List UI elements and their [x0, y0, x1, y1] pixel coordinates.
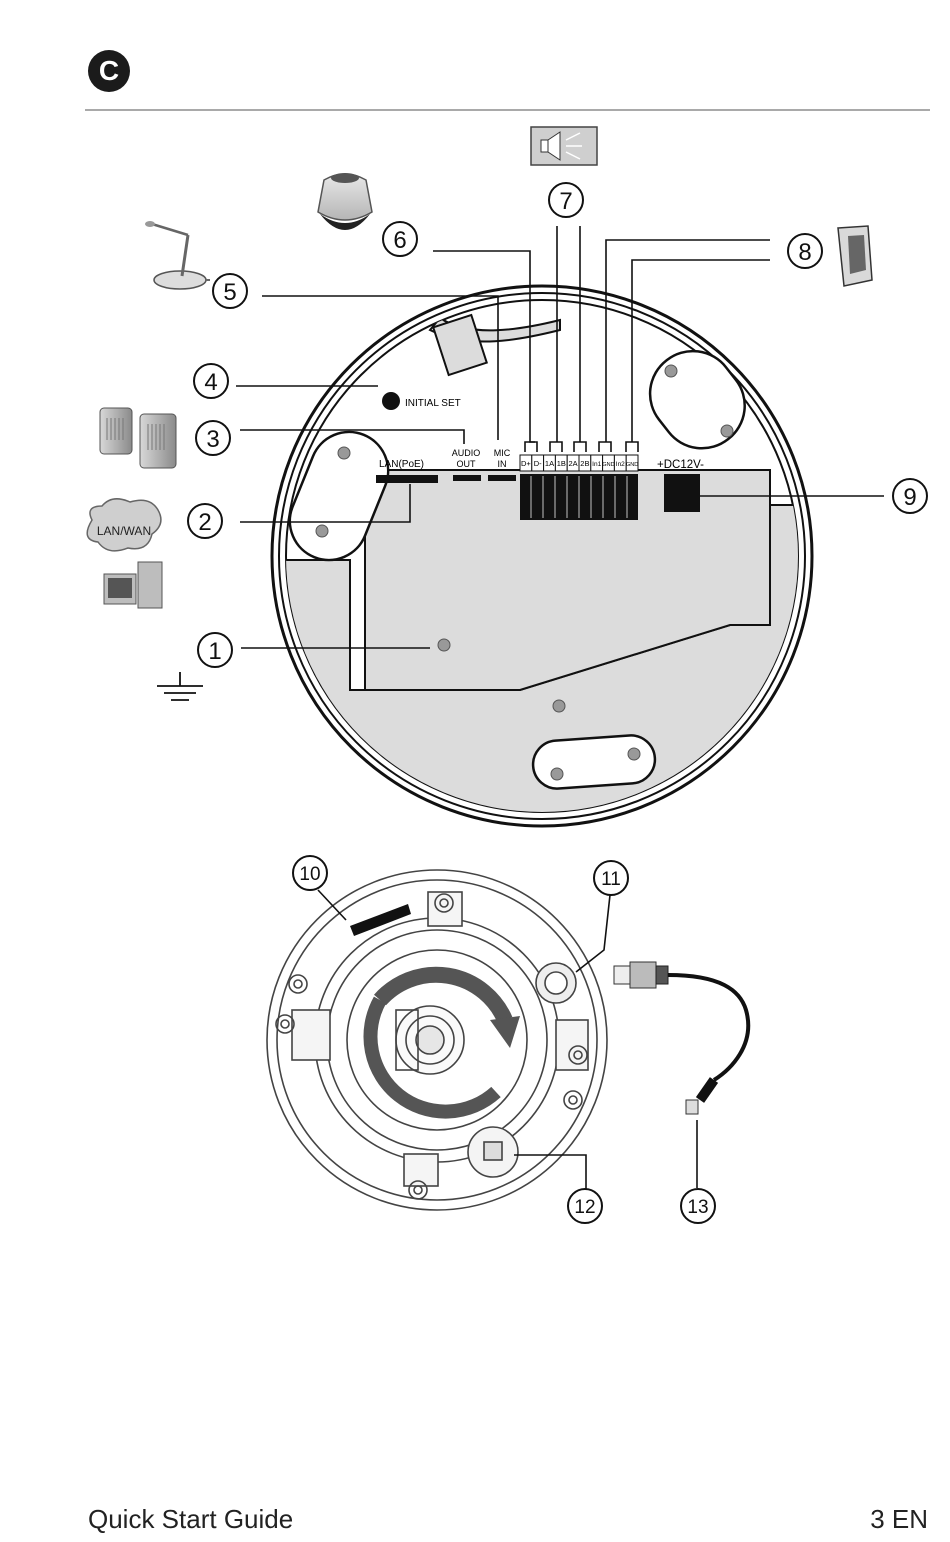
- mounting-plate: D+ D- 1A 1B 2A 2B In1 GND In2 GND INITIA…: [270, 284, 814, 828]
- footer-page-number: 3 EN: [870, 1504, 928, 1534]
- lan-wan-cloud-icon: LAN/WAN: [86, 498, 162, 552]
- computer-icon: [103, 561, 163, 609]
- callout-6: 6: [393, 227, 406, 254]
- indicator-label-bar: [350, 904, 411, 936]
- terminal-label-1: D-: [534, 459, 542, 468]
- terminal-block: [520, 474, 638, 520]
- mic-in-label-line2: IN: [498, 459, 507, 469]
- callout-13: 13: [687, 1197, 708, 1218]
- callout-3: 3: [206, 426, 219, 453]
- callout-5: 5: [223, 279, 236, 306]
- callout-11: 11: [601, 869, 621, 890]
- terminal-label-8: In2: [616, 461, 625, 468]
- callout-1: 1: [208, 638, 221, 665]
- dc12v-label: +DC12V-: [657, 459, 704, 471]
- callout-4: 4: [204, 369, 217, 396]
- ptz-dome-icon: [317, 173, 373, 230]
- callouts-bottom: [292, 855, 716, 1224]
- terminal-label-9: GND: [626, 462, 638, 468]
- callouts: [187, 182, 928, 668]
- pir-detector-icon: [837, 225, 873, 287]
- terminal-label-0: D+: [521, 459, 531, 468]
- section-badge: C: [88, 50, 130, 92]
- rotation-arrow: [363, 966, 520, 1119]
- terminal-label-4: 2A: [569, 459, 578, 468]
- ground-symbol: [157, 672, 203, 701]
- callout-9: 9: [903, 484, 916, 511]
- speakers-icon: [99, 407, 177, 469]
- audio-out-label-line1: AUDIO: [452, 448, 481, 458]
- initial-set-label: INITIAL SET: [405, 398, 461, 409]
- leader-lines: [236, 226, 884, 649]
- audio-out-port: [453, 475, 481, 481]
- terminal-labels: D+ D- 1A 1B 2A 2B In1 GND In2 GND: [519, 454, 639, 472]
- footer-guide-title: Quick Start Guide: [88, 1504, 294, 1534]
- callout-8: 8: [798, 239, 811, 266]
- dome-base: [266, 869, 608, 1211]
- terminal-label-7: GND: [602, 462, 614, 468]
- bnc-cable-icon: [613, 961, 751, 1115]
- callout-2: 2: [198, 509, 211, 536]
- terminal-label-6: In1: [592, 461, 601, 468]
- lan-poe-label: LAN(PoE): [379, 459, 424, 470]
- mic-in-port: [488, 475, 516, 481]
- leader-lines-bottom: [317, 889, 698, 1190]
- terminal-label-3: 1B: [557, 459, 566, 468]
- terminal-label-2: 1A: [545, 459, 554, 468]
- terminal-label-5: 2B: [580, 459, 589, 468]
- microphone-icon: [145, 221, 210, 290]
- lan-port: [376, 475, 438, 483]
- callout-12: 12: [574, 1197, 595, 1218]
- initial-set-button: [382, 392, 400, 410]
- audio-out-label-line2: OUT: [457, 459, 477, 469]
- dc-power-jack: [664, 474, 700, 512]
- header-rule: [85, 109, 930, 111]
- alarm-siren-icon: [530, 126, 598, 166]
- callout-10: 10: [299, 864, 320, 885]
- callout-7: 7: [559, 188, 572, 215]
- lan-wan-label: LAN/WAN: [97, 524, 151, 538]
- mic-in-label-line1: MIC: [494, 448, 511, 458]
